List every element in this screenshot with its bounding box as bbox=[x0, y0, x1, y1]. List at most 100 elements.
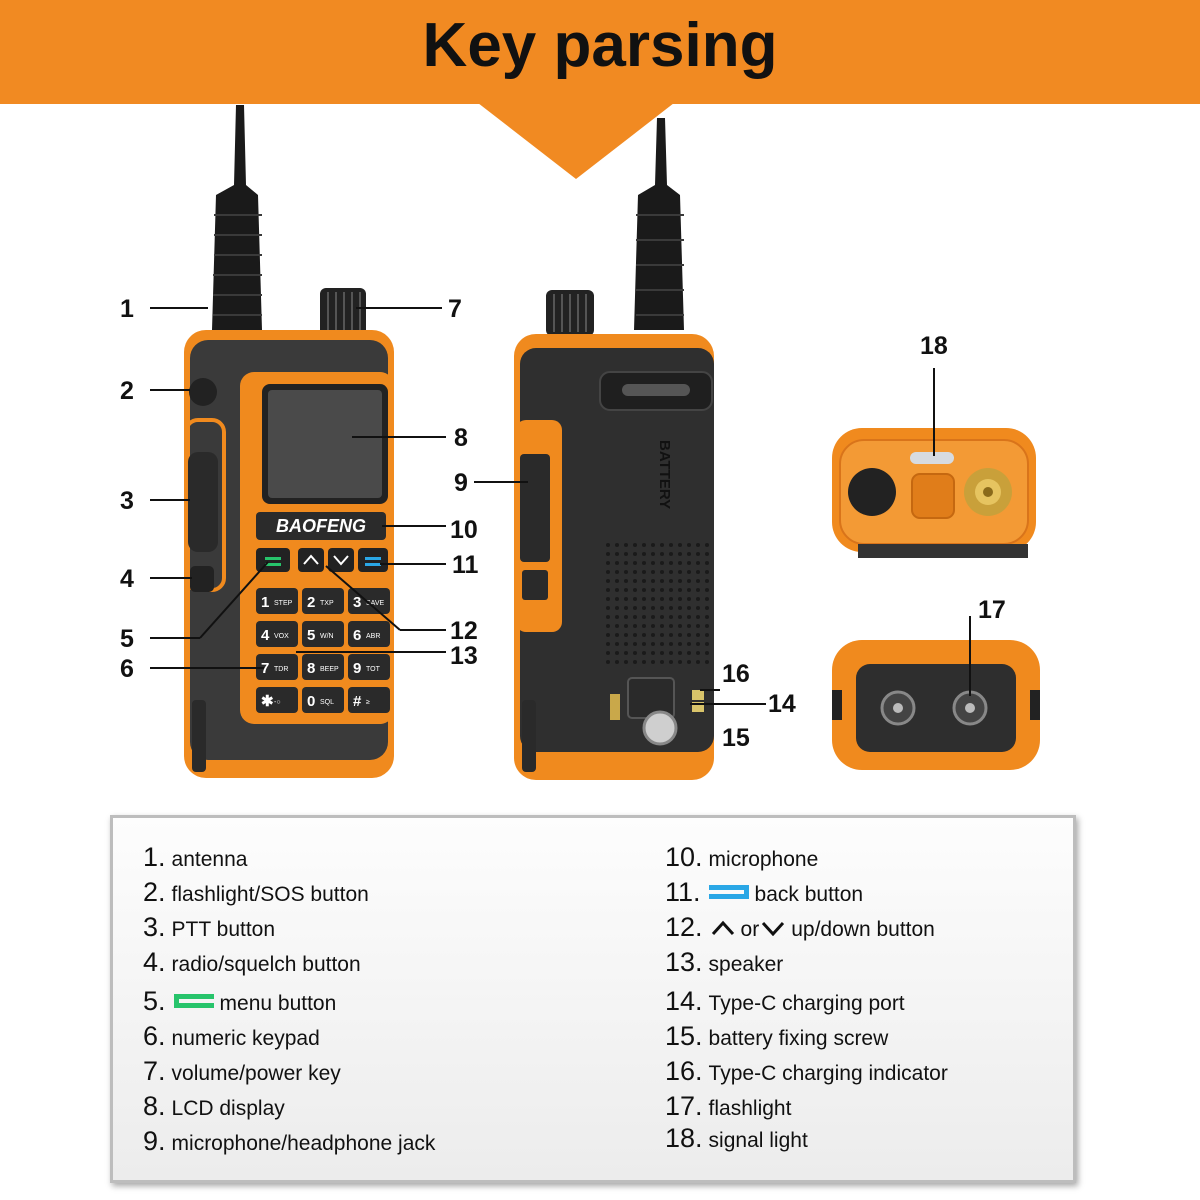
grill-hole bbox=[660, 660, 664, 664]
up-arrow-icon bbox=[711, 918, 735, 942]
grill-hole bbox=[615, 597, 619, 601]
grill-hole bbox=[669, 597, 673, 601]
grill-hole bbox=[687, 660, 691, 664]
keypad-key-digit: 2 bbox=[307, 594, 315, 611]
callout-9: 9 bbox=[454, 469, 468, 497]
keypad-key-digit: 0 bbox=[307, 693, 315, 710]
grill-hole bbox=[651, 660, 655, 664]
keypad-key-sub: TOT bbox=[366, 666, 381, 673]
legend-item-11: 11.back button bbox=[665, 877, 864, 907]
legend-item-1: 1.antenna bbox=[143, 842, 248, 872]
grill-hole bbox=[696, 543, 700, 547]
grill-hole bbox=[660, 579, 664, 583]
grill-hole bbox=[678, 633, 682, 637]
keypad-key-digit: 3 bbox=[353, 594, 361, 611]
grill-hole bbox=[651, 597, 655, 601]
page-title: Key parsing bbox=[422, 11, 778, 80]
keypad-key-sub: W/N bbox=[320, 633, 334, 640]
grill-hole bbox=[642, 570, 646, 574]
grill-hole bbox=[669, 660, 673, 664]
grill-hole bbox=[606, 642, 610, 646]
grill-hole bbox=[633, 561, 637, 565]
grill-hole bbox=[678, 651, 682, 655]
grill-hole bbox=[678, 588, 682, 592]
grill-hole bbox=[606, 606, 610, 610]
legend-item-2: 2.flashlight/SOS button bbox=[143, 877, 369, 907]
grill-hole bbox=[687, 552, 691, 556]
grill-hole bbox=[705, 606, 709, 610]
grill-hole bbox=[615, 651, 619, 655]
keypad-key-sub: TDR bbox=[274, 666, 288, 673]
grill-hole bbox=[687, 633, 691, 637]
grill-hole bbox=[696, 624, 700, 628]
keypad-key-sub: SQL bbox=[320, 699, 334, 706]
grill-hole bbox=[687, 579, 691, 583]
callout-2: 2 bbox=[120, 377, 134, 405]
grill-hole bbox=[705, 597, 709, 601]
callout-16: 16 bbox=[722, 660, 750, 688]
grill-hole bbox=[606, 543, 610, 547]
grill-hole bbox=[651, 633, 655, 637]
grill-hole bbox=[678, 642, 682, 646]
grill-hole bbox=[615, 543, 619, 547]
grill-hole bbox=[615, 552, 619, 556]
grill-hole bbox=[705, 660, 709, 664]
grill-hole bbox=[705, 579, 709, 583]
legend-item-7: 7.volume/power key bbox=[143, 1056, 341, 1086]
callout-4: 4 bbox=[120, 565, 134, 593]
keypad-key-sub: ABR bbox=[366, 633, 380, 640]
grill-hole bbox=[669, 651, 673, 655]
callout-numbers: 1 2 3 4 5 6 7 8 9 10 11 12 13 14 15 16 1… bbox=[120, 295, 1006, 752]
grill-hole bbox=[651, 570, 655, 574]
grill-hole bbox=[669, 579, 673, 583]
keypad-key bbox=[302, 588, 344, 614]
keypad-key bbox=[302, 687, 344, 713]
grill-hole bbox=[705, 615, 709, 619]
grill-hole bbox=[678, 579, 682, 583]
callout-10: 10 bbox=[450, 516, 478, 544]
grill-hole bbox=[705, 651, 709, 655]
grill-hole bbox=[651, 606, 655, 610]
grill-hole bbox=[642, 552, 646, 556]
antenna-front bbox=[212, 105, 262, 330]
legend-panel: 1.antenna 2.flashlight/SOS button 3.PTT … bbox=[110, 815, 1076, 1183]
callout-14: 14 bbox=[768, 690, 796, 718]
grill-hole bbox=[687, 606, 691, 610]
callout-6: 6 bbox=[120, 655, 134, 683]
grill-hole bbox=[642, 597, 646, 601]
grill-hole bbox=[660, 633, 664, 637]
keypad-key-digit: 1 bbox=[261, 594, 269, 611]
grill-hole bbox=[678, 552, 682, 556]
grill-hole bbox=[633, 543, 637, 547]
grill-hole bbox=[633, 624, 637, 628]
keypad-key bbox=[302, 621, 344, 647]
grill-hole bbox=[696, 552, 700, 556]
bottom-view-radio bbox=[832, 640, 1040, 770]
legend-item-17: 17.flashlight bbox=[665, 1091, 792, 1121]
grill-hole bbox=[651, 642, 655, 646]
grill-hole bbox=[624, 624, 628, 628]
grill-hole bbox=[696, 642, 700, 646]
grill-hole bbox=[624, 660, 628, 664]
keypad-key bbox=[256, 621, 298, 647]
keypad-key bbox=[348, 654, 390, 680]
keypad-key bbox=[302, 654, 344, 680]
grill-hole bbox=[642, 543, 646, 547]
grill-hole bbox=[633, 588, 637, 592]
legend-item-8: 8.LCD display bbox=[143, 1091, 285, 1121]
back-radio: BATTERY bbox=[514, 118, 714, 780]
grill-hole bbox=[633, 552, 637, 556]
grill-hole bbox=[606, 615, 610, 619]
grill-hole bbox=[678, 561, 682, 565]
grill-hole bbox=[669, 570, 673, 574]
keypad-key-digit: 9 bbox=[353, 660, 361, 677]
keypad-key-sub: ≥ bbox=[366, 699, 370, 706]
grill-hole bbox=[615, 624, 619, 628]
grill-hole bbox=[660, 606, 664, 610]
callout-3: 3 bbox=[120, 487, 134, 515]
grill-hole bbox=[642, 588, 646, 592]
grill-hole bbox=[678, 543, 682, 547]
battery-label: BATTERY bbox=[656, 440, 673, 509]
back-key-icon bbox=[708, 883, 749, 907]
